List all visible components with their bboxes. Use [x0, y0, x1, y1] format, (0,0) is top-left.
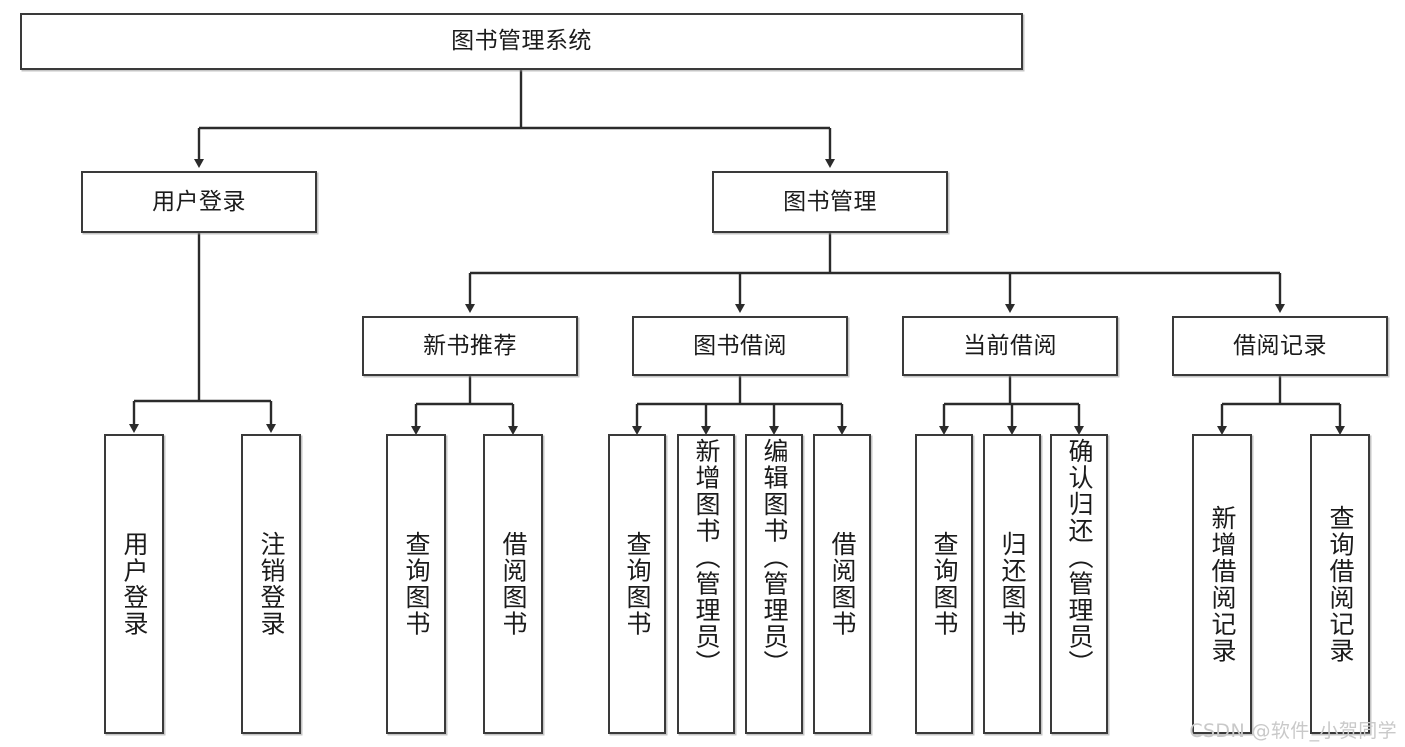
node-leaf-user-login-label: 用户登录	[120, 531, 149, 637]
node-root-label: 图书管理系统	[451, 28, 592, 55]
node-leaf-borrow-book-2[interactable]: 借阅图书	[813, 434, 871, 734]
node-leaf-query-borrow-record[interactable]: 查询借阅记录	[1310, 434, 1370, 734]
node-root-system[interactable]: 图书管理系统	[20, 13, 1023, 70]
node-user-login-label: 用户登录	[152, 188, 246, 215]
node-current-borrow[interactable]: 当前借阅	[902, 316, 1118, 376]
node-leaf-borrow-book-2-label: 借阅图书	[828, 531, 857, 637]
node-borrow-record[interactable]: 借阅记录	[1172, 316, 1388, 376]
node-leaf-borrow-book-1[interactable]: 借阅图书	[483, 434, 543, 734]
node-book-manage-label: 图书管理	[783, 188, 877, 215]
node-user-login[interactable]: 用户登录	[81, 171, 317, 233]
node-leaf-query-book-3[interactable]: 查询图书	[915, 434, 973, 734]
node-leaf-add-borrow-record-label: 新增借阅记录	[1208, 504, 1237, 664]
node-leaf-add-borrow-record[interactable]: 新增借阅记录	[1192, 434, 1252, 734]
node-leaf-borrow-book-1-label: 借阅图书	[499, 531, 528, 637]
node-leaf-edit-book[interactable]: 编辑图书（管理员）	[745, 434, 803, 734]
node-leaf-query-book-2-label: 查询图书	[623, 531, 652, 637]
node-leaf-confirm-return[interactable]: 确认归还（管理员）	[1050, 434, 1108, 734]
node-leaf-user-login[interactable]: 用户登录	[104, 434, 164, 734]
node-leaf-edit-book-label: 编辑图书（管理员）	[760, 438, 789, 677]
node-leaf-logout-login-label: 注销登录	[257, 531, 286, 637]
node-book-manage[interactable]: 图书管理	[712, 171, 948, 233]
node-leaf-query-book-3-label: 查询图书	[930, 531, 959, 637]
node-leaf-add-book-label: 新增图书（管理员）	[692, 438, 721, 677]
node-leaf-query-book-1[interactable]: 查询图书	[386, 434, 446, 734]
node-leaf-query-book-1-label: 查询图书	[402, 531, 431, 637]
node-leaf-logout-login[interactable]: 注销登录	[241, 434, 301, 734]
node-new-book-recommend[interactable]: 新书推荐	[362, 316, 578, 376]
node-book-borrow-label: 图书借阅	[693, 332, 787, 359]
csdn-watermark: CSDN @软件_小贺同学	[1189, 720, 1397, 742]
node-leaf-return-book-label: 归还图书	[998, 531, 1027, 637]
node-borrow-record-label: 借阅记录	[1233, 332, 1327, 359]
node-new-book-recommend-label: 新书推荐	[423, 332, 517, 359]
node-book-borrow[interactable]: 图书借阅	[632, 316, 848, 376]
node-leaf-add-book[interactable]: 新增图书（管理员）	[677, 434, 735, 734]
node-leaf-query-borrow-record-label: 查询借阅记录	[1326, 504, 1355, 664]
node-leaf-return-book[interactable]: 归还图书	[983, 434, 1041, 734]
node-leaf-confirm-return-label: 确认归还（管理员）	[1065, 438, 1094, 677]
node-current-borrow-label: 当前借阅	[963, 332, 1057, 359]
node-leaf-query-book-2[interactable]: 查询图书	[608, 434, 666, 734]
